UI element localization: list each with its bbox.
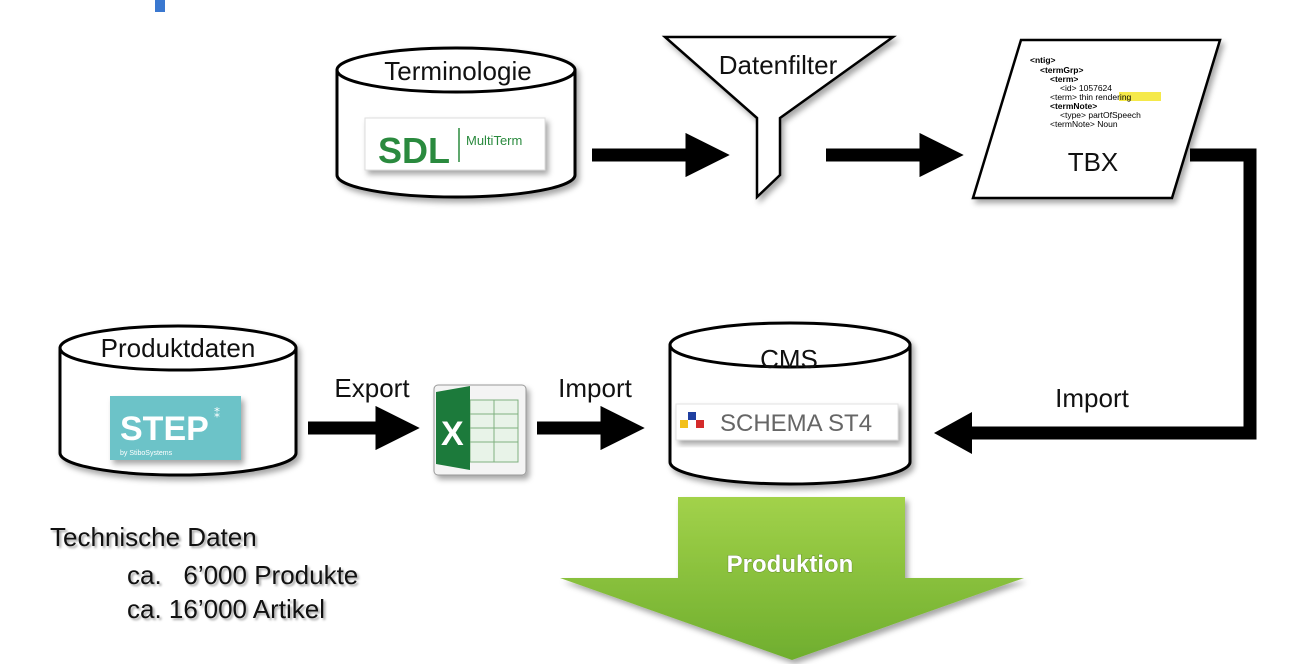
corner-marker: [155, 0, 165, 12]
sdl-logo-text: SDL: [378, 130, 450, 171]
tbx-xml-line: <id> 1057624: [1060, 83, 1112, 93]
svg-text:X: X: [441, 415, 464, 453]
cms-label: CMS: [760, 344, 818, 374]
tbx-xml-line: <term>: [1050, 74, 1078, 84]
connector-tbx-to-cms: [968, 148, 1257, 440]
svg-text:⁑: ⁑: [214, 407, 220, 421]
tbx-xml-snippet: <ntig> <termGrp> <term> <id> 1057624 <te…: [1030, 55, 1161, 129]
import-right-label: Import: [1055, 383, 1129, 413]
import-left-label: Import: [558, 373, 632, 403]
tbx-xml-line: <termNote>: [1050, 101, 1097, 111]
schema-st4-text: SCHEMA ST4: [720, 410, 872, 437]
step-logo: STEP ⁑ by StiboSystems: [110, 396, 241, 460]
tbx-xml-line: <term> thin rendering: [1050, 92, 1132, 102]
tbx-label: TBX: [1068, 147, 1119, 177]
step-logo-text: STEP: [120, 410, 209, 448]
sdl-multiterm-logo: SDL MultiTerm: [364, 117, 546, 171]
technical-data-title: Technische Daten: [50, 522, 257, 552]
excel-file-icon: X: [433, 384, 527, 476]
technical-data-products: ca. 6’000 Produkte: [127, 560, 359, 590]
technical-data-articles: ca. 16’000 Artikel: [127, 594, 326, 624]
tbx-xml-line: <termNote> Noun: [1050, 119, 1118, 129]
tbx-xml-line: <type> partOfSpeech: [1060, 110, 1141, 120]
arrowhead-into-cms: [934, 412, 972, 454]
step-logo-sub: by StiboSystems: [120, 450, 173, 457]
export-label: Export: [334, 373, 410, 403]
terminology-label: Terminologie: [384, 56, 531, 86]
tbx-xml-line: <termGrp>: [1040, 65, 1083, 75]
schema-st4-logo: SCHEMA ST4: [675, 403, 899, 441]
production-label: Produktion: [727, 551, 854, 578]
data-filter-funnel: [661, 35, 897, 200]
multiterm-logo-text: MultiTerm: [466, 133, 522, 148]
tbx-xml-line: <ntig>: [1030, 55, 1056, 65]
product-data-label: Produktdaten: [101, 333, 256, 363]
filter-label: Datenfilter: [719, 50, 838, 80]
tbx-document: [971, 38, 1222, 200]
production-arrow: [560, 497, 1024, 660]
